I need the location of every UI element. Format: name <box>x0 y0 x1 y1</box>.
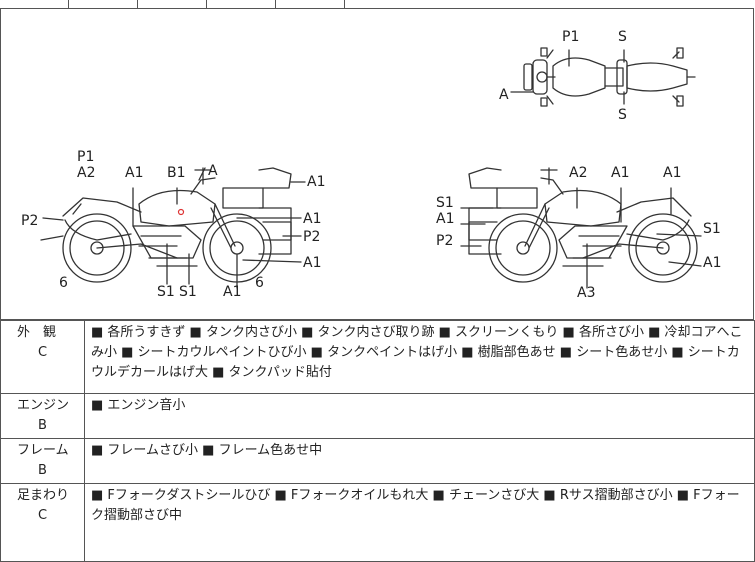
callout-label: S1 <box>436 195 454 211</box>
callout-label: A1 <box>125 165 144 181</box>
details-cell: ■ フレームさび小 ■ フレーム色あせ中 <box>84 438 755 484</box>
motorcycle-illustrations <box>40 47 702 289</box>
table-row: フレーム B ■ フレームさび小 ■ フレーム色あせ中 <box>0 438 755 484</box>
details-cell: ■ Fフォークダストシールひび ■ Fフォークオイルもれ大 ■ チェーンさび大 … <box>84 483 755 562</box>
callout-label: P2 <box>303 229 321 245</box>
callout-label: P2 <box>21 213 39 229</box>
table-row: 外 観 C ■ 各所うすきず ■ タンク内さび小 ■ タンク内さび取り跡 ■ ス… <box>0 320 755 394</box>
callout-label: A <box>208 163 218 179</box>
category-label: エンジン <box>17 398 70 413</box>
category-label: 外 観 <box>17 325 57 340</box>
callout-label: A <box>499 87 509 103</box>
callout-label: B1 <box>167 165 186 181</box>
grade-label: C <box>37 345 48 360</box>
callout-label: S <box>618 29 627 45</box>
table-row: エンジン B ■ エンジン音小 <box>0 393 755 439</box>
header-cell <box>344 0 345 8</box>
details-cell: ■ エンジン音小 <box>84 393 755 439</box>
grade-label: B <box>38 463 47 478</box>
callout-label: P1 <box>562 29 580 45</box>
damage-mark <box>177 208 185 216</box>
grade-label: C <box>37 508 48 523</box>
header-cell <box>137 0 138 8</box>
callout-label: A1 <box>436 211 455 227</box>
top-view-bike <box>523 47 696 107</box>
header-cell <box>68 0 69 8</box>
callout-label: A2 <box>569 165 588 181</box>
condition-report-table: 外 観 C ■ 各所うすきず ■ タンク内さび小 ■ タンク内さび取り跡 ■ ス… <box>0 320 755 562</box>
left-view-bike <box>40 167 292 283</box>
callout-label: A1 <box>303 211 322 227</box>
motorcycle-damage-diagram: P1 S A S P1 A2 A1 B1 A A1 P2 A1 A1 P2 A1… <box>0 8 754 320</box>
callout-label: 6 <box>255 275 264 291</box>
callout-label: S1 <box>179 284 197 300</box>
category-cell: エンジン B <box>0 393 85 439</box>
callout-label: A1 <box>223 284 242 300</box>
callout-label: S <box>618 107 627 123</box>
callout-label: A1 <box>703 255 722 271</box>
callout-label: A1 <box>611 165 630 181</box>
category-cell: 外 観 C <box>0 320 85 394</box>
category-label: フレーム <box>17 443 69 458</box>
callout-label: P1 <box>77 149 95 165</box>
header-cell <box>275 0 276 8</box>
details-cell: ■ 各所うすきず ■ タンク内さび小 ■ タンク内さび取り跡 ■ スクリーンくも… <box>84 320 755 394</box>
callout-label: S1 <box>703 221 721 237</box>
callout-label: A1 <box>663 165 682 181</box>
right-view-bike <box>468 167 698 283</box>
grade-label: B <box>38 418 47 433</box>
category-cell: フレーム B <box>0 438 85 484</box>
header-strip <box>0 0 754 9</box>
callout-label: P2 <box>436 233 454 249</box>
category-label: 足まわり <box>17 488 70 503</box>
callout-label: 6 <box>59 275 68 291</box>
callout-label: A1 <box>303 255 322 271</box>
header-cell <box>206 0 207 8</box>
table-row: 足まわり C ■ Fフォークダストシールひび ■ Fフォークオイルもれ大 ■ チ… <box>0 483 755 562</box>
callout-label: S1 <box>157 284 175 300</box>
callout-label: A1 <box>307 174 326 190</box>
category-cell: 足まわり C <box>0 483 85 562</box>
callout-label: A2 <box>77 165 96 181</box>
callout-label: A3 <box>577 285 596 301</box>
